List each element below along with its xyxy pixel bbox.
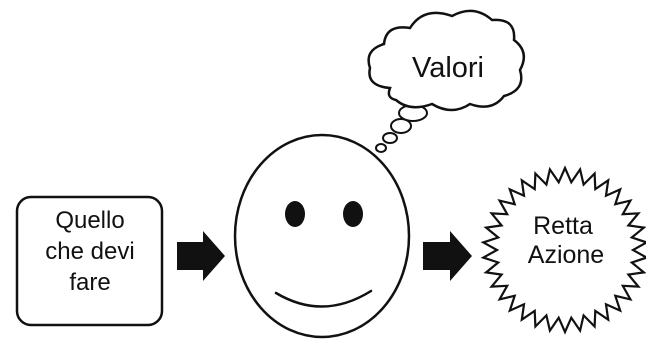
starburst-line-2: Azione [528, 241, 604, 269]
thought-cloud-outline [367, 9, 526, 112]
face-outline [233, 133, 411, 339]
thought-bubbles [375, 104, 428, 153]
input-box-line-2: che devi [45, 238, 134, 265]
input-box-line-1: Quello [55, 207, 124, 234]
smile-mouth [274, 289, 373, 308]
smiley-face-icon [233, 133, 411, 339]
starburst-line-1: Retta [533, 212, 593, 240]
starburst-icon: Retta Azione [480, 165, 646, 335]
thought-cloud-label: Valori [412, 52, 484, 84]
input-box: Quello che devi fare [15, 195, 164, 327]
input-box-frame [15, 195, 164, 327]
starburst-outline [480, 165, 646, 335]
right-arrow-icon [177, 231, 225, 281]
thought-cloud-icon: Valori [367, 9, 526, 112]
input-box-line-3: fare [69, 269, 110, 296]
right-eye [343, 201, 363, 227]
right-arrow-icon [423, 231, 472, 281]
left-eye [285, 201, 305, 227]
